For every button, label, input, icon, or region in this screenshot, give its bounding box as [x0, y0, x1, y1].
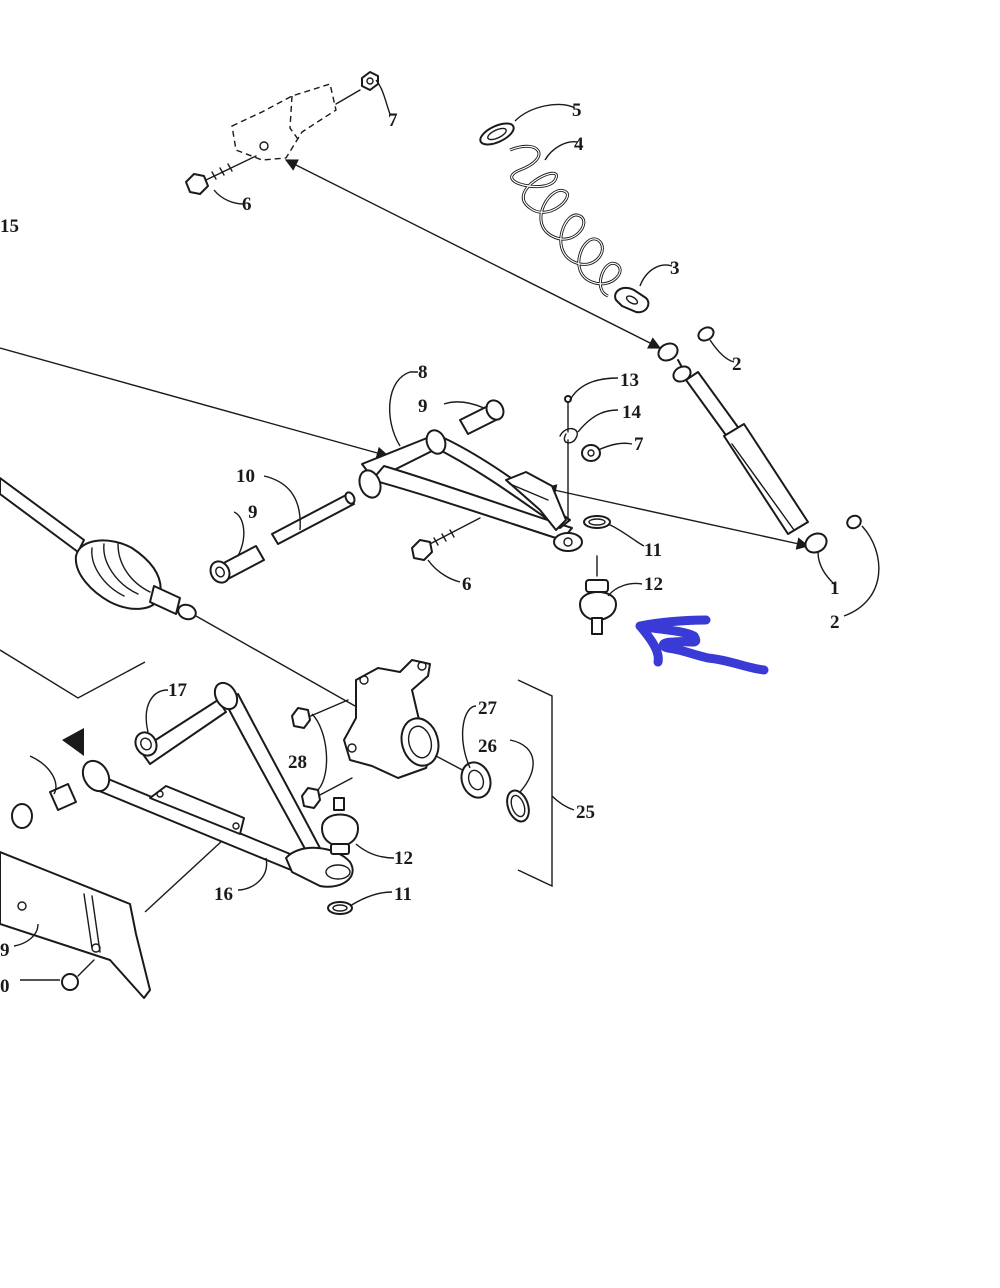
- callout-7-top: 7: [388, 110, 398, 131]
- hand-drawn-arrow-icon: [635, 615, 769, 675]
- callout-11-upper: 11: [644, 540, 662, 561]
- callout-15: 15: [0, 216, 19, 237]
- hub-kit-25-bracket: [517, 679, 553, 888]
- tube-10: [271, 491, 356, 545]
- callout-11-lower: 11: [394, 884, 412, 905]
- callout-26: 26: [478, 736, 497, 757]
- callout-9-upper: 9: [418, 396, 428, 417]
- callout-9-lower: 9: [248, 502, 258, 523]
- callout-12-upper: 12: [644, 574, 663, 595]
- bolt-6-middle: [411, 517, 481, 561]
- bearing-27: [460, 761, 492, 799]
- nut-7-middle: [581, 444, 601, 462]
- sleeve-9-lower: [209, 545, 265, 584]
- clip-14: [559, 428, 578, 444]
- callout-17: 17: [168, 680, 188, 701]
- snap-ring-11-upper: [583, 515, 611, 529]
- callout-20-partial: 0: [0, 976, 10, 997]
- callout-14: 14: [622, 402, 642, 423]
- callout-2-bottom: 2: [830, 612, 840, 633]
- axle-to-knuckle-line: [195, 615, 356, 707]
- callout-25: 25: [576, 802, 595, 823]
- callout-12-lower: 12: [394, 848, 413, 869]
- callout-27: 27: [478, 698, 498, 719]
- callout-6-top: 6: [242, 194, 252, 215]
- ball-joint-12-upper: [579, 555, 617, 635]
- callout-labels: 15 7 5 4 6 3 2 8 13 9 14 7 10 9 11 1 6 1…: [0, 100, 840, 997]
- arrow-marker-lower: [62, 728, 84, 756]
- callout-4: 4: [574, 134, 584, 155]
- nut-7-top: [361, 71, 379, 91]
- callout-6-middle: 6: [462, 574, 472, 595]
- callout-16: 16: [214, 884, 233, 905]
- ball-joint-12-lower: [321, 797, 359, 855]
- upper-a-arm-8: [358, 429, 583, 552]
- sleeve-left: [11, 783, 77, 829]
- seal-26: [506, 789, 530, 823]
- callout-3: 3: [670, 258, 680, 279]
- steering-knuckle: [343, 659, 471, 779]
- pin-13: [564, 395, 572, 521]
- callout-10: 10: [236, 466, 255, 487]
- callout-7-middle: 7: [634, 434, 644, 455]
- retainer-5: [479, 122, 515, 146]
- bolt-20: [61, 959, 95, 991]
- bushing-2-top: [697, 326, 715, 342]
- arrow-frame-to-upper-arm: [0, 347, 390, 460]
- leader-lines: [13, 79, 880, 981]
- callout-5: 5: [572, 100, 582, 121]
- bolt-28-lower: [301, 777, 353, 809]
- bolt-6-top: [185, 155, 257, 195]
- bolt-28-upper: [291, 699, 349, 729]
- bushing-17: [134, 731, 158, 757]
- callout-28: 28: [288, 752, 307, 773]
- callout-19-partial: 9: [0, 940, 10, 961]
- callout-8: 8: [418, 362, 428, 383]
- snap-ring-11-lower: [327, 901, 353, 915]
- shock-bracket: [231, 83, 361, 161]
- frame-outline-left: [0, 649, 146, 699]
- callout-13: 13: [620, 370, 639, 391]
- skid-plate: [0, 851, 151, 999]
- arrow-bracket-to-shock: [284, 159, 662, 349]
- sleeve-9-upper: [459, 399, 505, 435]
- callout-2-top: 2: [732, 354, 742, 375]
- reference-arrows: [0, 159, 810, 913]
- bushing-2-bottom: [846, 514, 862, 530]
- shock-absorber-1: [657, 342, 828, 554]
- arrow-arm-to-shock-lower: [543, 484, 810, 550]
- callout-1: 1: [830, 578, 840, 599]
- annotation-arrow: [635, 615, 769, 675]
- seat-3: [614, 286, 650, 314]
- lower-a-arm-16: [81, 681, 354, 888]
- spring-4: [509, 144, 622, 298]
- cv-axle: [0, 477, 197, 621]
